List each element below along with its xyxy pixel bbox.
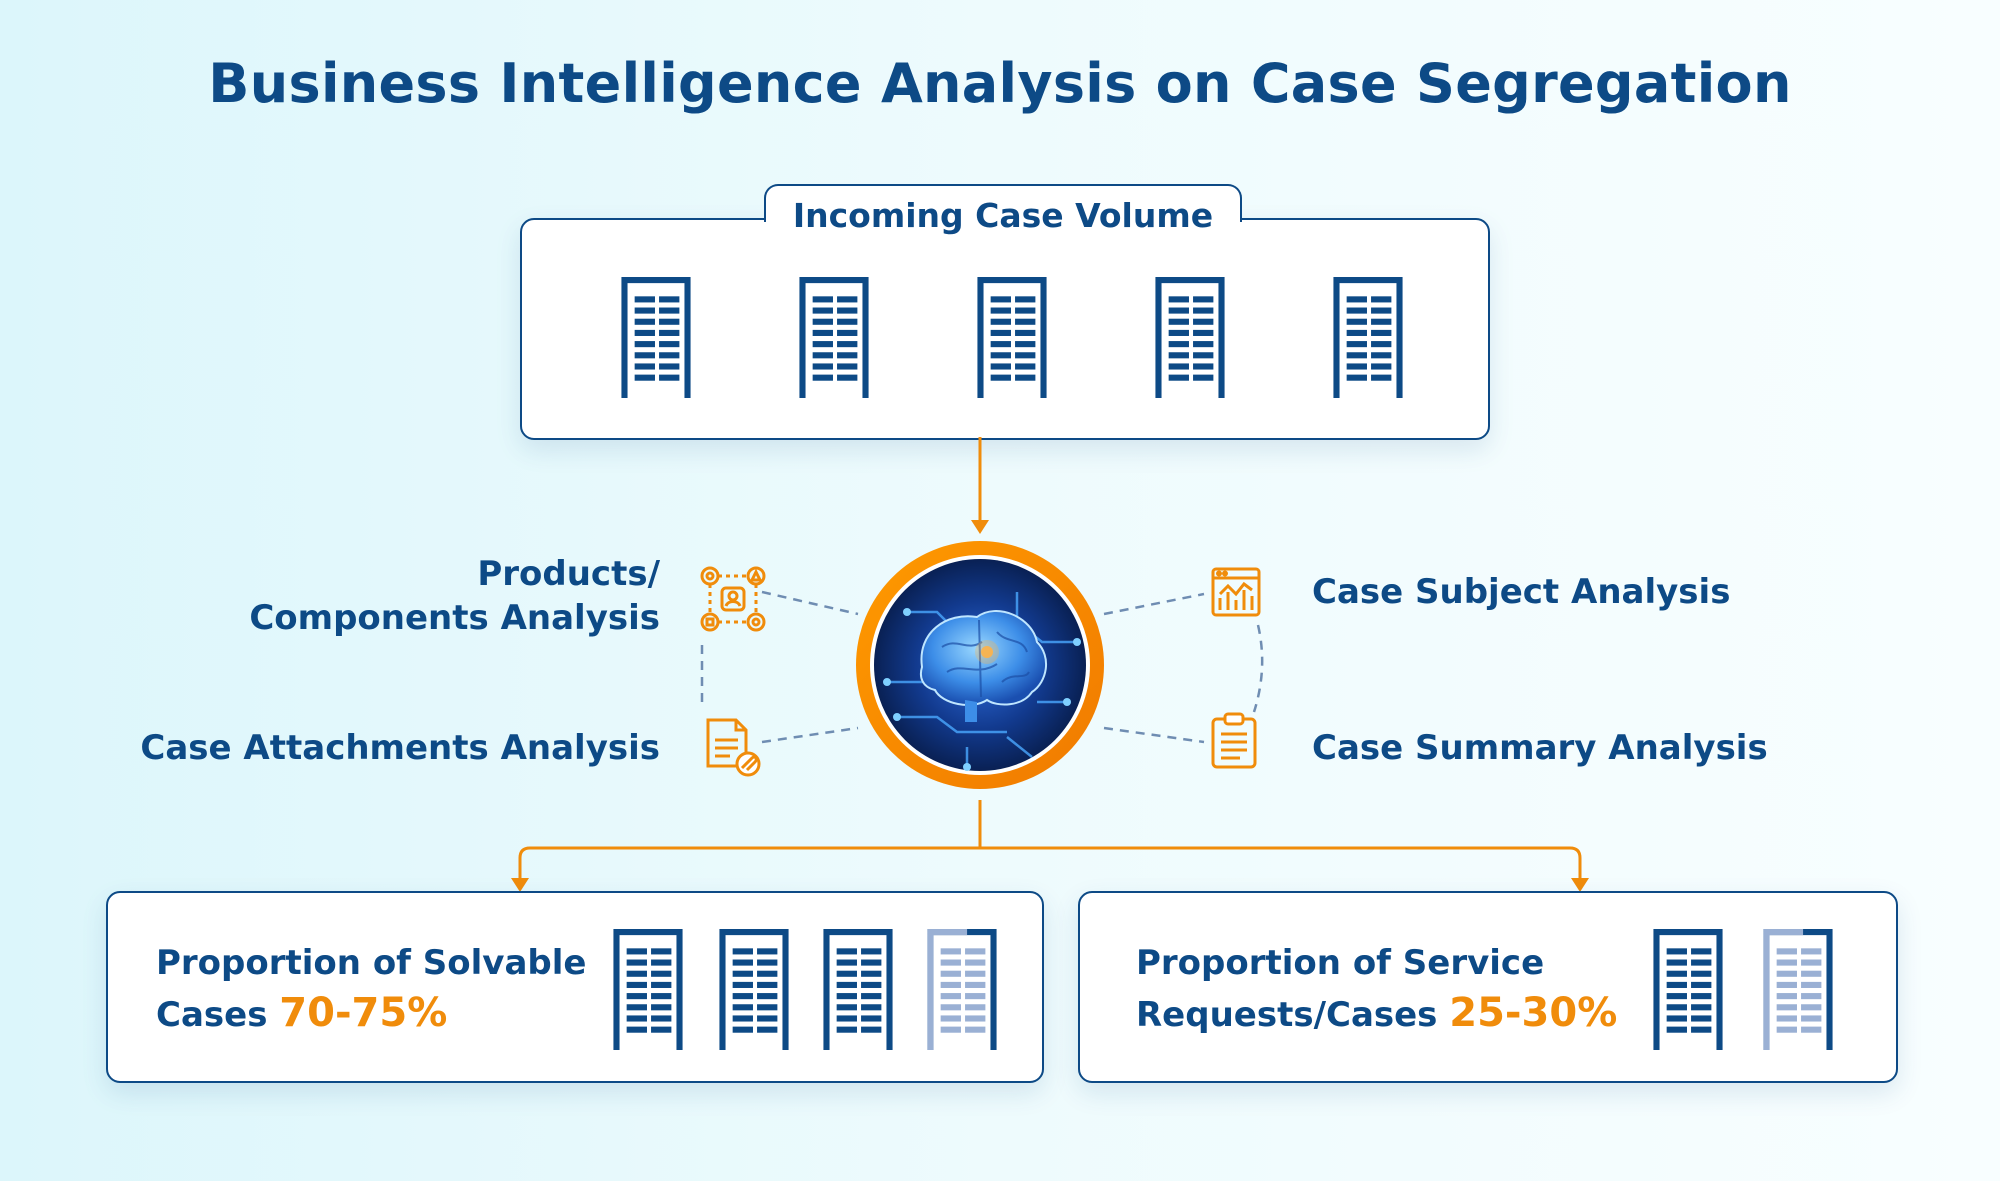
solvable-partial-case-icon [927,929,997,1050]
solvable-line1: Proportion of Solvable [156,943,587,983]
solvable-case-icon [613,929,683,1050]
service-line2-text: Requests/Cases [1136,995,1450,1035]
service-line1: Proportion of Service [1136,943,1545,983]
incoming-arrowhead [971,520,989,534]
incoming-case-label: Incoming Case Volume [792,196,1214,235]
right-arrowhead [1571,878,1589,892]
dash-subject [1103,592,1205,616]
dash-products [761,590,859,616]
solvable-percent: 70-75% [279,990,448,1036]
incoming-case-icon [1155,277,1225,398]
dash-attachments [761,726,859,744]
solvable-case-icon [823,929,893,1050]
case-attachments-label: Case Attachments Analysis [140,728,660,768]
service-partial-case-icon [1763,929,1833,1050]
incoming-case-icon [799,277,869,398]
clipboard-icon [1211,712,1257,769]
components-icon [700,566,766,632]
solvable-line2: Cases 70-75% [156,988,616,1040]
solvable-cases-text: Proportion of Solvable Cases 70-75% [156,938,616,1040]
split-connector [518,846,1582,882]
service-percent: 25-30% [1449,990,1618,1036]
left-arrowhead [511,878,529,892]
incoming-case-icon [621,277,691,398]
case-summary-label: Case Summary Analysis [1312,728,1768,768]
products-label-line2: Components Analysis [249,598,660,638]
products-label-line1: Products/ [477,554,660,594]
chart-window-icon [1211,567,1261,617]
products-components-label: Products/ Components Analysis [240,552,660,640]
attachment-document-icon [706,718,761,777]
service-line2: Requests/Cases 25-30% [1136,988,1636,1040]
incoming-case-icon [1333,277,1403,398]
incoming-case-tab [764,184,1242,222]
dash-right-vertical [1252,624,1264,713]
service-requests-panel [1078,891,1898,1083]
service-requests-text: Proportion of Service Requests/Cases 25-… [1136,938,1636,1040]
case-subject-label: Case Subject Analysis [1312,572,1731,612]
service-case-icon [1653,929,1723,1050]
incoming-case-panel [520,218,1490,440]
dash-summary [1103,726,1205,744]
solvable-line2-text: Cases [156,995,280,1035]
incoming-case-icon [977,277,1047,398]
solvable-case-icon [719,929,789,1050]
ai-brain-icon [856,541,1104,789]
page-title: Business Intelligence Analysis on Case S… [208,52,1792,115]
